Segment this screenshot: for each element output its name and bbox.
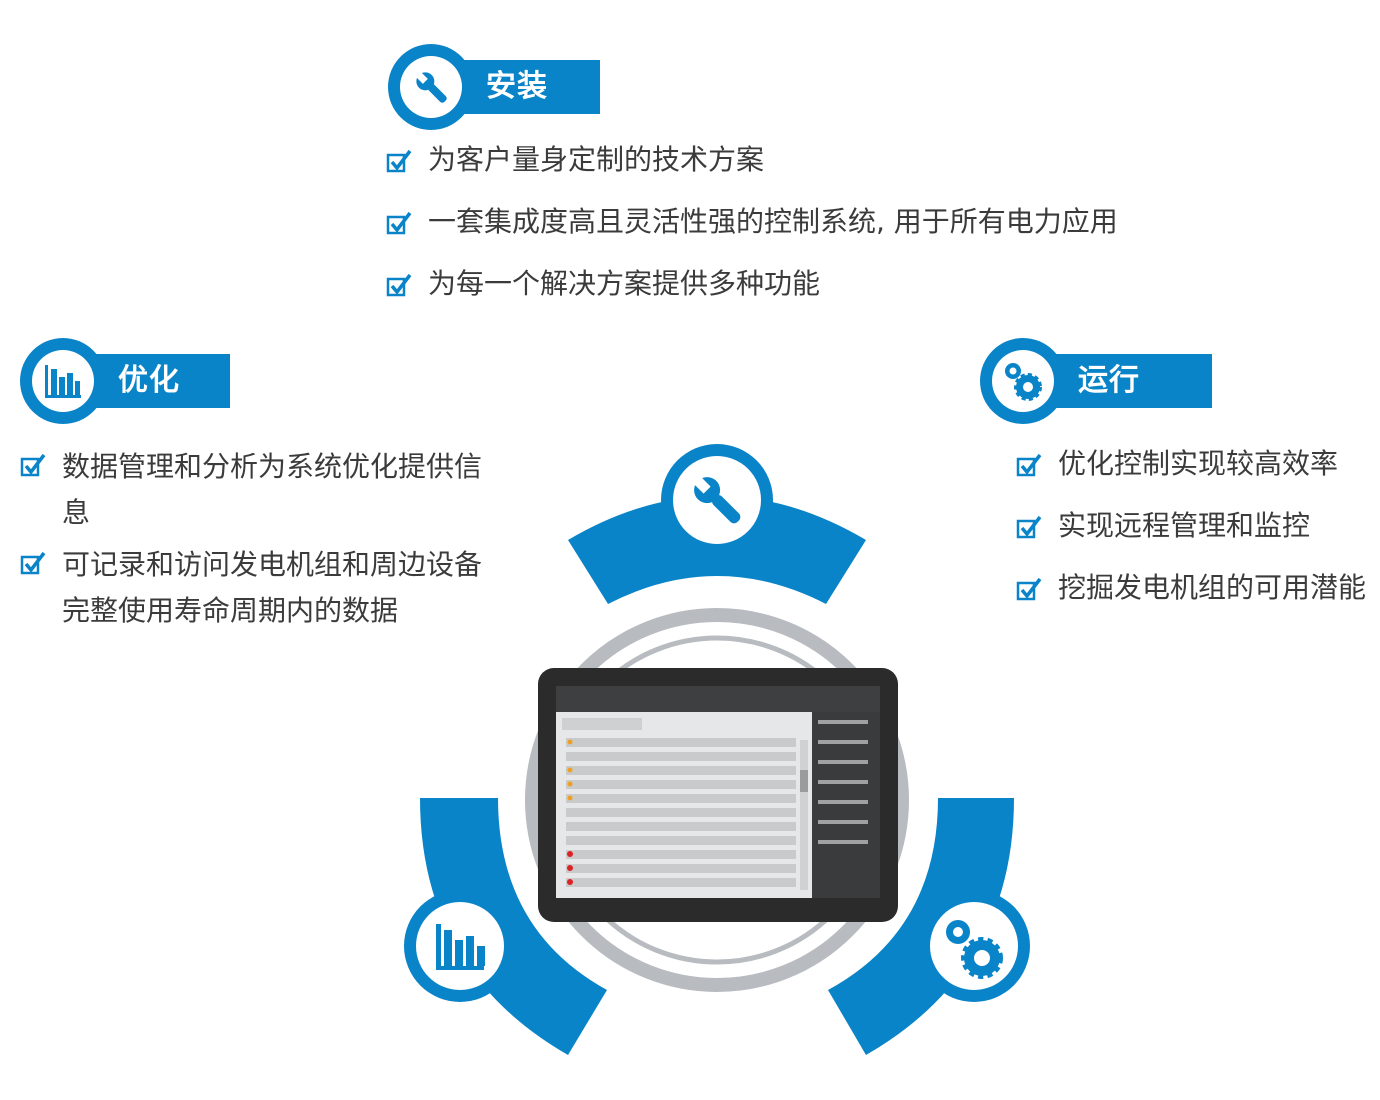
check-icon [1016,512,1044,552]
gears-badge [918,890,1030,1002]
install-badge [388,44,474,130]
list-item-text: 优化控制实现较高效率 [1058,447,1339,480]
check-icon [386,146,414,186]
check-icon [20,450,48,490]
list-item-text: 可记录和访问发电机组和周边设备完整使用寿命周期内的数据 [62,548,483,627]
optimize-segment [420,798,607,1055]
operate-header: 运行 [980,338,1212,424]
wrench-icon [415,71,447,103]
optimize-list: 数据管理和分析为系统优化提供信息 可记录和访问发电机组和周边设备完整使用寿命周期… [20,444,500,634]
operate-badge [980,338,1066,424]
tablet-device [538,668,898,922]
list-item-text: 数据管理和分析为系统优化提供信息 [62,450,483,529]
list-item-text: 为客户量身定制的技术方案 [428,143,765,176]
bar-chart-icon [436,924,485,970]
list-item: 为客户量身定制的技术方案 [386,140,1286,186]
check-icon [386,208,414,248]
list-item-text: 实现远程管理和监控 [1058,509,1311,542]
list-item: 挖掘发电机组的可用潜能 [1016,568,1376,614]
optimize-badge [20,338,106,424]
outer-ring [525,608,909,992]
install-header: 安装 [388,44,600,130]
gears-icon [946,920,1003,979]
list-item: 数据管理和分析为系统优化提供信息 [20,444,500,536]
list-item-text: 一套集成度高且灵活性强的控制系统, 用于所有电力应用 [428,205,1118,238]
list-item: 优化控制实现较高效率 [1016,444,1376,490]
wrench-icon [692,475,741,524]
operate-segment [828,798,1014,1055]
bar-chart-icon [45,365,81,398]
list-item: 一套集成度高且灵活性强的控制系统, 用于所有电力应用 [386,202,1286,248]
check-icon [20,548,48,588]
install-list: 为客户量身定制的技术方案 一套集成度高且灵活性强的控制系统, 用于所有电力应用 … [386,140,1286,310]
list-item: 为每一个解决方案提供多种功能 [386,264,1286,310]
list-item: 可记录和访问发电机组和周边设备完整使用寿命周期内的数据 [20,542,500,634]
check-icon [1016,574,1044,614]
list-item: 实现远程管理和监控 [1016,506,1376,552]
gears-icon [1005,363,1042,401]
check-icon [386,270,414,310]
list-item-text: 挖掘发电机组的可用潜能 [1058,571,1367,604]
operate-list: 优化控制实现较高效率 实现远程管理和监控 挖掘发电机组的可用潜能 [1016,444,1376,614]
list-item-text: 为每一个解决方案提供多种功能 [428,267,821,300]
chart-badge [404,890,516,1002]
wrench-badge [661,444,773,556]
check-icon [1016,450,1044,490]
optimize-header: 优化 [20,338,230,424]
